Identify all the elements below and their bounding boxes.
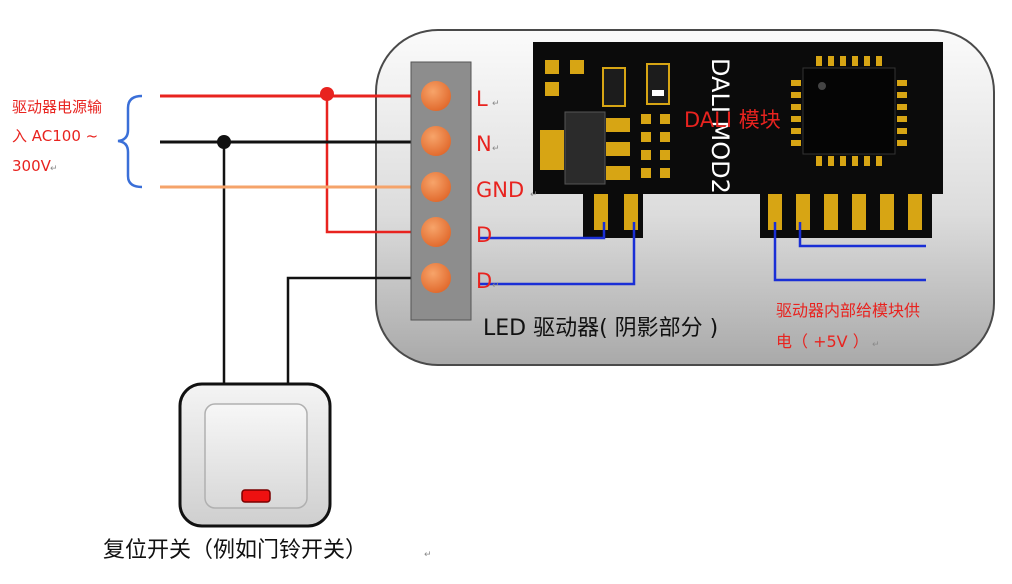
terminal-label-l: L xyxy=(476,87,488,111)
reset-switch xyxy=(178,382,332,528)
switch-wire-b xyxy=(286,276,435,388)
switch-indicator-light xyxy=(241,489,271,503)
para-mark: ↵ xyxy=(492,144,500,154)
chip-pins xyxy=(791,56,907,166)
dali-line-1 xyxy=(480,222,606,240)
para-mark: ↵ xyxy=(50,164,58,174)
terminal-label-d2: D xyxy=(476,269,492,293)
led-driver-label: LED 驱动器( 阴影部分 ) xyxy=(483,316,718,341)
microcontroller-chip xyxy=(802,67,896,155)
para-mark: ↵ xyxy=(530,190,538,200)
dali-line-2 xyxy=(480,222,636,286)
para-mark: ↵ xyxy=(492,99,500,109)
supply-label-line1: 驱动器电源输 xyxy=(12,98,102,116)
internal-supply-line1: 驱动器内部给模块供 xyxy=(776,301,920,320)
live-junction-dot xyxy=(320,87,334,101)
reset-switch-label: 复位开关（例如门铃开关） xyxy=(103,538,367,563)
module-silk-text: DALI MOD2 xyxy=(706,58,734,194)
terminal-label-d1: D xyxy=(476,223,492,247)
live-to-d-jumper xyxy=(325,94,435,234)
para-mark: ↵ xyxy=(492,281,500,291)
switch-rocker xyxy=(204,403,308,509)
wires xyxy=(160,94,926,388)
dali-module-label: DALI 模块 xyxy=(684,108,781,132)
supply-line-1 xyxy=(773,222,926,282)
terminal-block xyxy=(410,61,472,321)
regulator-chip xyxy=(564,111,606,185)
para-mark: ↵ xyxy=(872,340,880,350)
terminal-l xyxy=(421,81,451,111)
internal-supply-line2: 电（ +5V ） xyxy=(776,332,869,351)
module-edge-pads xyxy=(594,194,922,230)
para-mark: ↵ xyxy=(424,550,432,560)
terminal-label-n: N xyxy=(476,132,492,156)
terminal-label-gnd: GND xyxy=(476,178,524,202)
supply-label-line3: 300V xyxy=(12,157,52,175)
terminal-n xyxy=(421,126,451,156)
supply-line-2 xyxy=(798,222,926,248)
dali-module: DALI MOD2 xyxy=(533,42,943,238)
supply-brace xyxy=(117,94,143,189)
terminal-d2 xyxy=(421,263,451,293)
supply-label-line2: 入 AC100 ~ xyxy=(12,127,98,145)
terminal-d1 xyxy=(421,217,451,247)
terminal-gnd xyxy=(421,172,451,202)
neutral-junction-dot xyxy=(217,135,231,149)
